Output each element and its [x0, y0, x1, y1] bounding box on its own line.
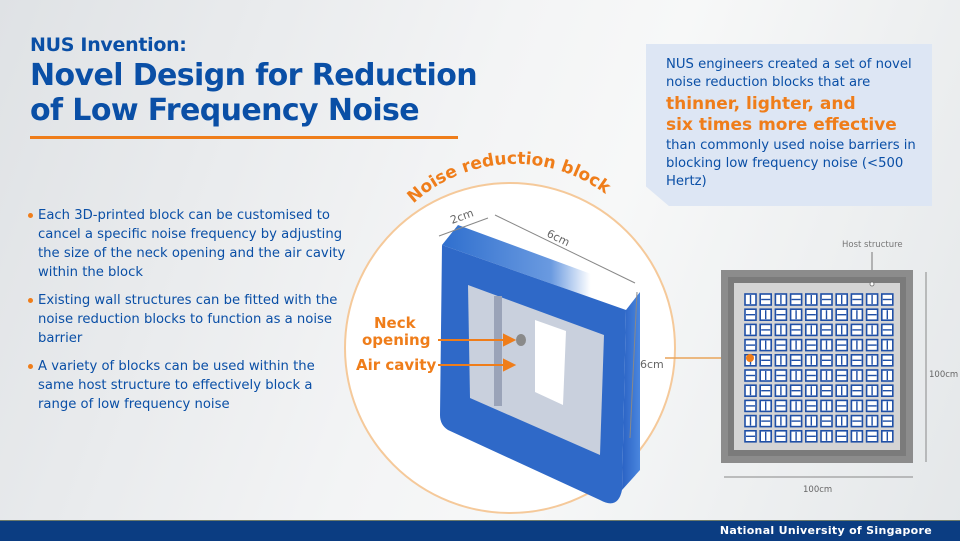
- bullet-dot-icon: [28, 213, 33, 218]
- footer-institution: National University of Singapore: [719, 524, 932, 537]
- air-cavity-window: [535, 320, 566, 405]
- callout-outro: than commonly used noise barriers in blo…: [666, 138, 916, 189]
- host-label: Host structure: [842, 240, 903, 250]
- callout-highlight-line-2: six times more effective: [666, 115, 897, 135]
- inner-wall: [494, 296, 502, 406]
- bullet-item: Existing wall structures can be fitted w…: [28, 291, 348, 348]
- neck-opening-hole: [516, 334, 526, 346]
- page-title: Novel Design for Reduction of Low Freque…: [30, 58, 480, 128]
- bullet-text: Each 3D-printed block can be customised …: [38, 208, 346, 280]
- neck-label-line-1: Neck: [374, 314, 417, 332]
- callout-text: NUS engineers created a set of novel noi…: [666, 56, 936, 191]
- neck-label-line-2: opening: [362, 331, 430, 349]
- block-side-face: [622, 292, 640, 490]
- bullet-dot-icon: [28, 364, 33, 369]
- kicker-heading: NUS Invention:: [30, 34, 187, 56]
- callout-highlight-line-1: thinner, lighter, and: [666, 94, 856, 114]
- bullet-dot-icon: [28, 298, 33, 303]
- block-grid: [744, 293, 894, 443]
- dimension-lines: [438, 214, 638, 439]
- bullet-text: Existing wall structures can be fitted w…: [38, 293, 338, 346]
- callout-box: [646, 44, 932, 206]
- title-underline: [30, 136, 458, 139]
- neck-arrow-head-icon: [503, 333, 517, 347]
- host-width-label: 100cm: [803, 485, 832, 495]
- bullet-item: A variety of blocks can be used within t…: [28, 357, 348, 414]
- host-pointer-dot: [869, 281, 875, 287]
- callout-intro: NUS engineers created a set of novel noi…: [666, 57, 912, 90]
- cavity-arrow-head-icon: [503, 358, 517, 372]
- cavity-label: Air cavity: [356, 356, 436, 374]
- bullet-item: Each 3D-printed block can be customised …: [28, 206, 348, 282]
- title-line-1: Novel Design for Reduction: [30, 58, 478, 93]
- title-line-2: of Low Frequency Noise: [30, 93, 420, 128]
- callout-highlight: thinner, lighter, and six times more eff…: [666, 94, 936, 136]
- block-top-face: [442, 225, 640, 310]
- host-height-label: 100cm: [929, 370, 958, 380]
- height-label: 6cm: [640, 358, 664, 371]
- footer-bar: National University of Singapore: [0, 520, 960, 541]
- highlighted-block-marker: [746, 354, 754, 362]
- bullet-text: A variety of blocks can be used within t…: [38, 359, 315, 412]
- bullet-list: Each 3D-printed block can be customised …: [28, 206, 348, 423]
